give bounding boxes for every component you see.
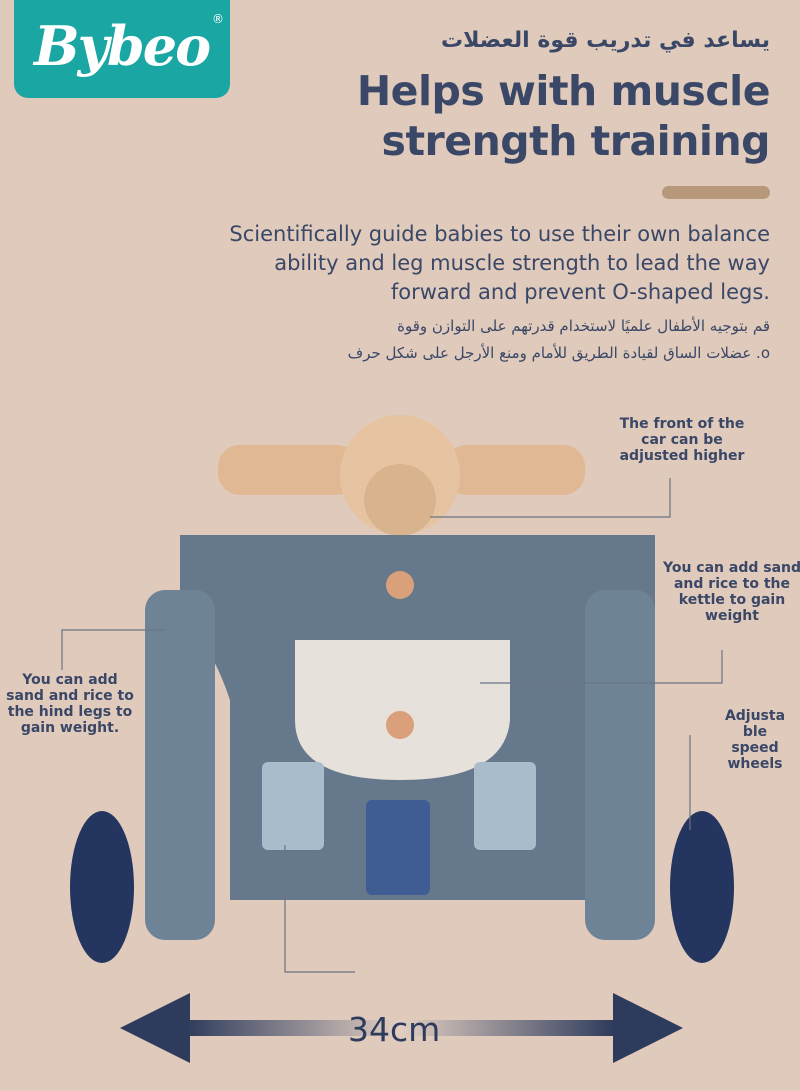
brand-logo: Bybeo ® [14, 0, 230, 98]
left-handle [218, 445, 358, 495]
right-leg [585, 590, 655, 940]
left-leg [145, 590, 215, 940]
right-handle [445, 445, 585, 495]
arrow-right-icon [613, 993, 683, 1063]
title-line-2: strength training [381, 117, 771, 165]
left-wheel [70, 811, 134, 963]
dimension-label: 34cm [348, 1010, 441, 1049]
left-pedal [262, 762, 324, 850]
callout-front: The front of the car can be adjusted hig… [619, 416, 745, 464]
ar-desc-line: قم بتوجيه الأطفال علميًا لاستخدام قدرتهم… [397, 317, 770, 335]
desc-line: ability and leg muscle strength to lead … [274, 251, 770, 275]
arabic-title: يساعد في تدريب قوة العضلات [440, 28, 770, 53]
brand-name: Bybeo [34, 14, 211, 78]
callout-kettle: You can add sand and rice to the kettle … [662, 560, 800, 624]
kettle [295, 640, 510, 780]
callout-hind-legs: You can add sand and rice to the hind le… [6, 672, 134, 736]
arabic-description: قم بتوجيه الأطفال علميًا لاستخدام قدرتهم… [210, 313, 770, 367]
arrow-left-icon [120, 993, 190, 1063]
water-tank [366, 800, 430, 895]
desc-line: forward and prevent O-shaped legs. [390, 280, 770, 304]
ar-desc-line: o. عضلات الساق لقيادة الطريق للأمام ومنع… [347, 344, 770, 362]
description: Scientifically guide babies to use their… [170, 220, 770, 307]
page-title: Helps with muscle strength training [356, 66, 771, 166]
registered-mark: ® [212, 12, 224, 26]
right-wheel [670, 811, 734, 963]
title-line-1: Helps with muscle [356, 67, 771, 115]
dimension-bar [185, 1020, 615, 1036]
right-pedal [474, 762, 536, 850]
accent-divider [662, 186, 770, 199]
desc-line: Scientifically guide babies to use their… [229, 222, 770, 246]
callout-wheels: Adjusta ble speed wheels [724, 708, 786, 772]
